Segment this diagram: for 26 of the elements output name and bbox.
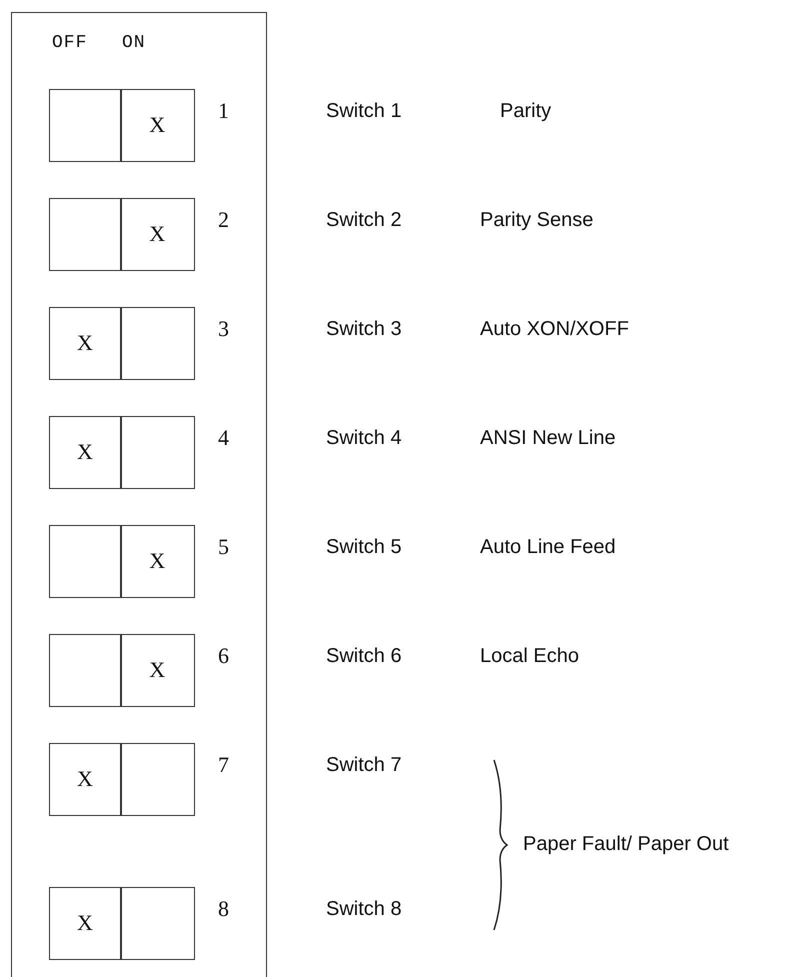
switch-number: 6 [218, 643, 229, 669]
function-label: ANSI New Line [480, 427, 616, 450]
switch-label: Switch 1 [326, 100, 402, 123]
switch-number: 5 [218, 534, 229, 560]
switch-label: Switch 6 [326, 645, 402, 668]
column-header: ON [122, 33, 146, 53]
function-label: Auto XON/XOFF [480, 318, 629, 341]
switch-panel [11, 12, 267, 977]
function-label: Parity Sense [480, 209, 594, 232]
switch-label: Switch 4 [326, 427, 402, 450]
switch-number: 3 [218, 316, 229, 342]
function-label: Local Echo [480, 645, 579, 668]
switch-number: 8 [218, 896, 229, 922]
switch-label: Switch 2 [326, 209, 402, 232]
switch-number: 2 [218, 207, 229, 233]
switch-label: Switch 7 [326, 754, 402, 777]
switch-number: 4 [218, 425, 229, 451]
function-label: Paper Fault/ Paper Out [523, 833, 729, 856]
switch-label: Switch 3 [326, 318, 402, 341]
switch-number: 1 [218, 98, 229, 124]
column-header: OFF [52, 33, 88, 53]
switch-label: Switch 5 [326, 536, 402, 559]
switch-number: 7 [218, 752, 229, 778]
function-label: Parity [500, 100, 552, 123]
switch-label: Switch 8 [326, 898, 402, 921]
function-label: Auto Line Feed [480, 536, 616, 559]
